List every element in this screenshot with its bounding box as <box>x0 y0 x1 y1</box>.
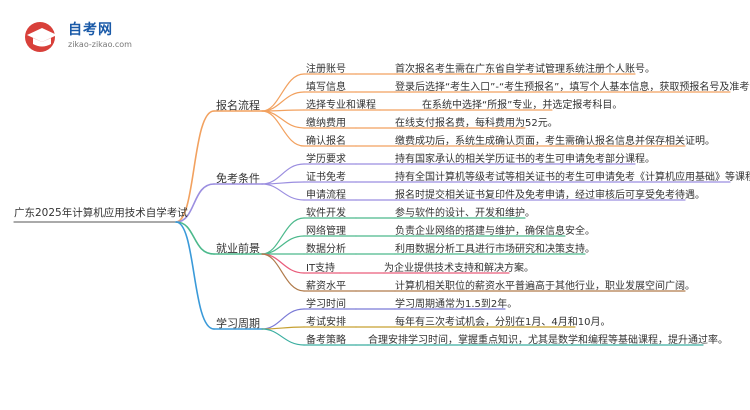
leaf-apply-process: 申请流程 <box>306 190 346 201</box>
branch-duration: 学习周期 <box>216 317 260 330</box>
connector-branch-leaf-0.1 <box>261 91 305 112</box>
desc-salary: 计算机相关职位的薪资水平普遍高于其他行业，职业发展空间广阔。 <box>395 281 695 292</box>
connector-branch-leaf-1.0 <box>261 163 305 185</box>
desc-confirm: 缴费成功后，系统生成确认页面，考生需确认报名信息并保存相关证明。 <box>395 136 715 147</box>
leaf-pay-fee: 缴纳费用 <box>306 118 346 129</box>
connector-root-branch-2 <box>175 221 215 255</box>
leaf-register-account: 注册账号 <box>306 64 346 75</box>
leaf-choose-major: 选择专业和课程 <box>306 100 376 111</box>
desc-exam-schedule: 每年有三次考试机会，分别在1月、4月和10月。 <box>395 317 611 328</box>
graduation-cap-icon <box>25 22 57 52</box>
brand-subtitle: zikao-zikao.com <box>68 40 132 49</box>
connector-branch-leaf-2.3 <box>261 253 305 274</box>
connector-branch-leaf-2.1 <box>261 235 305 255</box>
connector-branch-leaf-3.2 <box>261 328 305 346</box>
connector-branch-leaf-0.3 <box>261 110 305 129</box>
desc-apply-process: 报名时提交相关证书复印件及免考申请，经过审核后可享受免考待遇。 <box>395 190 705 201</box>
leaf-cert-exempt: 证书免考 <box>306 172 346 183</box>
leaf-exam-schedule: 考试安排 <box>306 317 346 328</box>
leaf-software-dev: 软件开发 <box>306 208 346 219</box>
desc-study-time: 学习周期通常为1.5到2年。 <box>395 299 518 310</box>
connector-branch-leaf-0.4 <box>261 110 305 147</box>
leaf-education-req: 学历要求 <box>306 154 346 165</box>
brand-title: 自考网 <box>68 22 113 38</box>
connector-root-branch-1 <box>175 183 215 223</box>
desc-fill-info: 登录后选择“考生入口”-“考生预报名”，填写个人基本信息，获取预报名号及准考证号… <box>395 82 750 93</box>
brand-logo: 自考网 zikao-zikao.com <box>22 18 172 54</box>
desc-education-req: 持有国家承认的相关学历证书的考生可申请免考部分课程。 <box>395 154 655 165</box>
branch-registration: 报名流程 <box>216 99 260 112</box>
connector-branch-leaf-2.0 <box>261 217 305 255</box>
connector-root-branch-3 <box>175 221 215 330</box>
leaf-it-support: IT支持 <box>306 263 336 274</box>
connector-branch-leaf-1.2 <box>261 183 305 201</box>
leaf-data-analysis: 数据分析 <box>306 244 346 255</box>
desc-cert-exempt: 持有全国计算机等级考试等相关证书的考生可申请免考《计算机应用基础》等课程。 <box>395 172 750 183</box>
leaf-fill-info: 填写信息 <box>306 82 346 93</box>
desc-register-account: 首次报名考生需在广东省自学考试管理系统注册个人账号。 <box>395 64 655 75</box>
desc-pay-fee: 在线支付报名费，每科费用为52元。 <box>395 118 558 129</box>
connector-root-branch-0 <box>175 110 215 223</box>
desc-choose-major: 在系统中选择“所报”专业，并选定报考科目。 <box>422 100 623 111</box>
root-topic: 广东2025年计算机应用技术自学考试 <box>14 207 188 219</box>
leaf-network-mgmt: 网络管理 <box>306 226 346 237</box>
desc-software-dev: 参与软件的设计、开发和维护。 <box>395 208 535 219</box>
leaf-prep-strategy: 备考策略 <box>306 335 346 346</box>
desc-network-mgmt: 负责企业网络的搭建与维护，确保信息安全。 <box>395 226 595 237</box>
connector-branch-leaf-2.4 <box>261 253 305 292</box>
desc-data-analysis: 利用数据分析工具进行市场研究和决策支持。 <box>395 244 595 255</box>
desc-prep-strategy: 合理安排学习时间，掌握重点知识，尤其是数学和编程等基础课程，提升通过率。 <box>368 335 728 346</box>
desc-it-support: 为企业提供技术支持和解决方案。 <box>384 263 534 274</box>
connector-branch-leaf-3.0 <box>261 308 305 330</box>
leaf-salary: 薪资水平 <box>306 281 346 292</box>
branch-exemption: 免考条件 <box>216 172 260 185</box>
leaf-confirm: 确认报名 <box>306 136 346 147</box>
leaf-study-time: 学习时间 <box>306 299 346 310</box>
branch-career: 就业前景 <box>216 242 260 255</box>
